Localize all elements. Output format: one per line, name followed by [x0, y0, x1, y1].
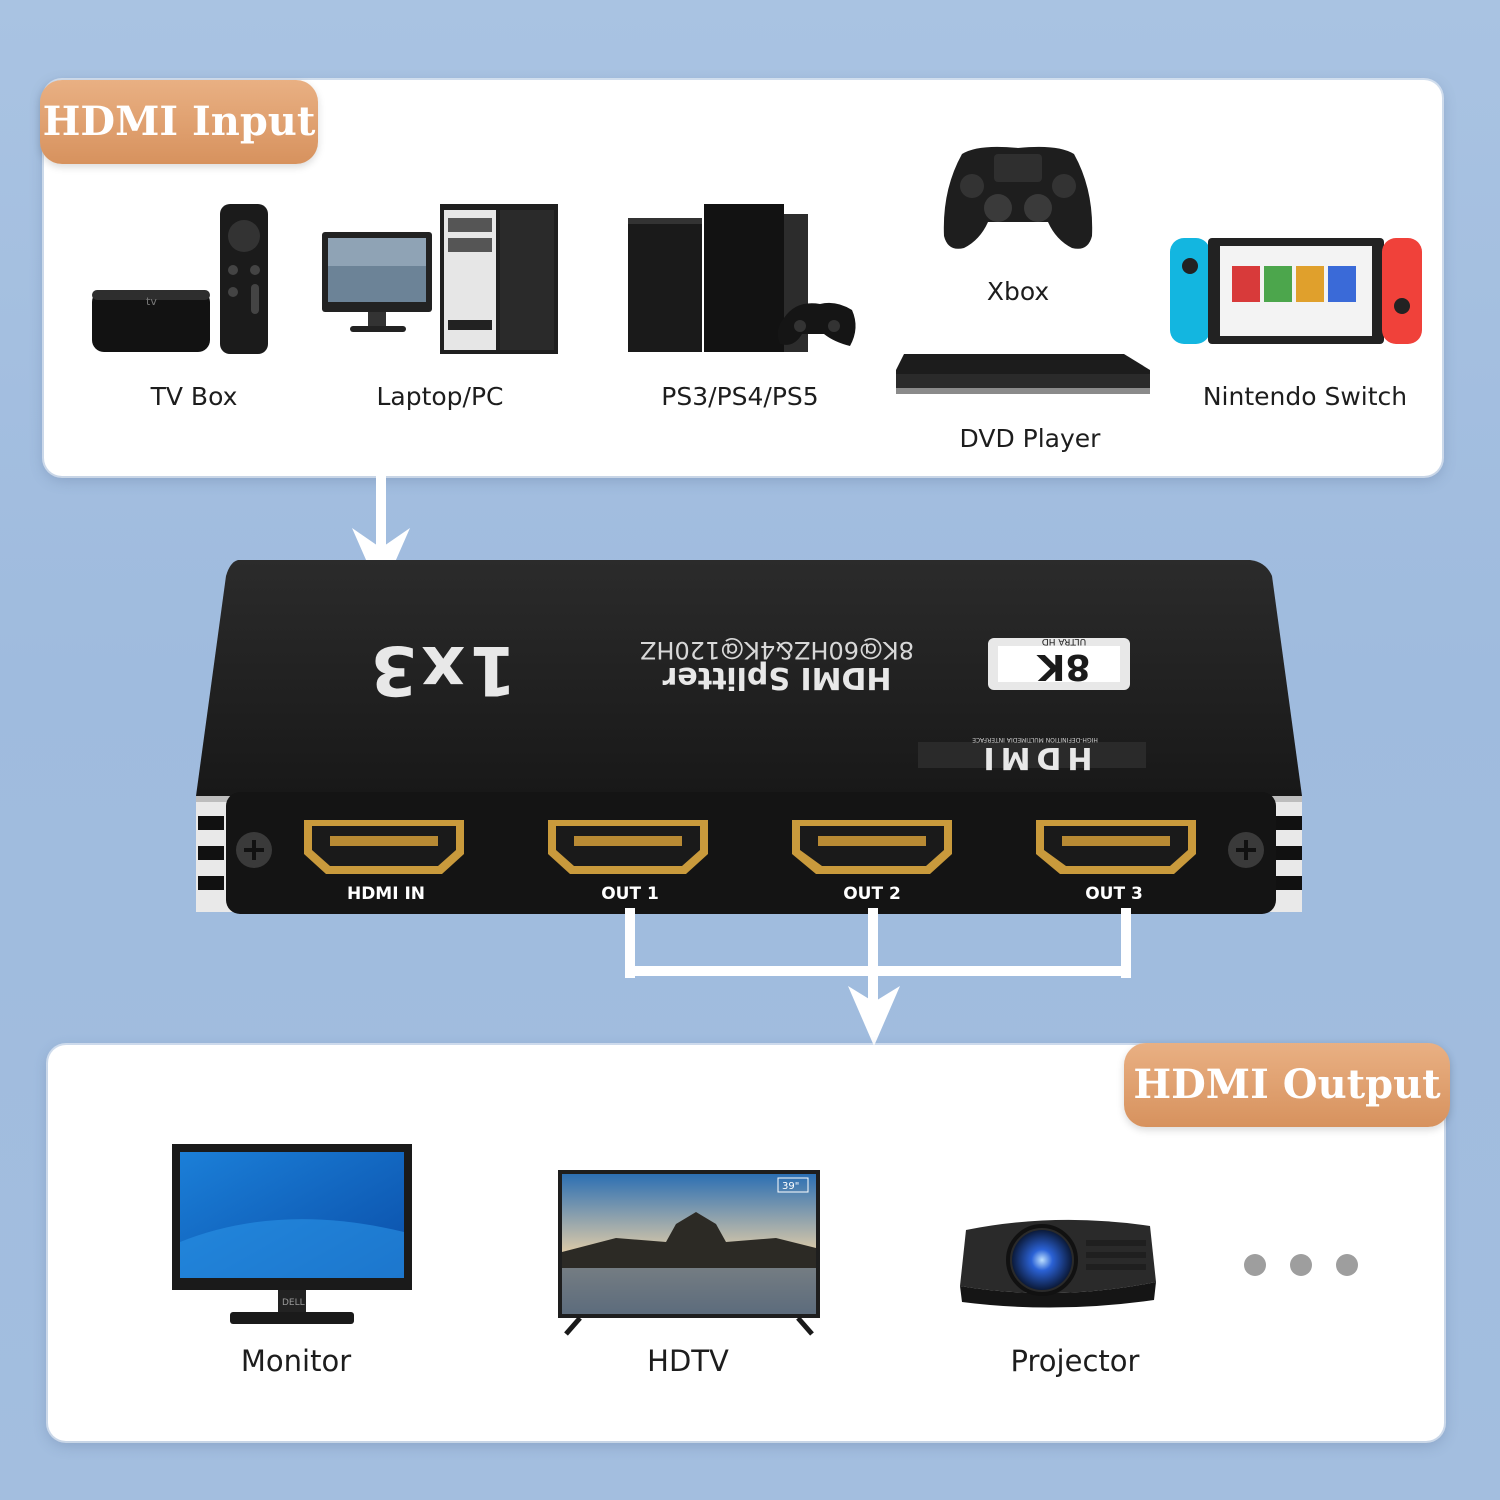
- gamepad-icon: [943, 146, 1093, 249]
- device-ratio-text: 1x3: [366, 630, 517, 709]
- port-out-2[interactable]: OUT 2: [843, 884, 901, 904]
- desktop-pc-icon: [322, 204, 558, 354]
- output-badge: HDMI Output: [1124, 1043, 1450, 1127]
- tv-box-icon: tv: [92, 204, 268, 354]
- splitter-device: [196, 560, 1302, 914]
- nintendo-switch-icon: [1170, 238, 1422, 344]
- device-label-dvd-player: DVD Player: [959, 424, 1101, 453]
- device-label-playstation: PS3/PS4/PS5: [661, 382, 819, 411]
- device-brand-text: HDMI: [977, 740, 1093, 775]
- device-badge-main: 8K: [1037, 646, 1091, 687]
- tv-size-label: 39": [782, 1181, 799, 1192]
- device-label-projector: Projector: [1010, 1344, 1140, 1378]
- output-line-3: [1121, 908, 1131, 978]
- device-name-text: HDMI Splitter: [662, 660, 892, 695]
- device-spec-text: 8K@60HZ&4K@120HZ: [639, 636, 915, 664]
- device-label-laptop-pc: Laptop/PC: [376, 382, 504, 411]
- port-out-1[interactable]: OUT 1: [601, 884, 659, 904]
- device-badge-sub: ULTRA HD: [1041, 636, 1087, 646]
- device-label-xbox: Xbox: [986, 277, 1050, 306]
- hdtv-icon: 39": [558, 1170, 820, 1336]
- playstation-icon: [628, 204, 856, 352]
- device-label-nintendo-switch: Nintendo Switch: [1202, 382, 1408, 411]
- dvd-player-icon: [896, 354, 1150, 394]
- svg-text:tv: tv: [146, 295, 157, 308]
- device-label-hdtv: HDTV: [647, 1344, 729, 1378]
- port-out-3[interactable]: OUT 3: [1085, 884, 1143, 904]
- projector-icon: [960, 1219, 1156, 1308]
- ellipsis-icon: [1244, 1254, 1360, 1278]
- input-badge: HDMI Input: [40, 80, 318, 164]
- device-label-monitor: Monitor: [240, 1344, 352, 1378]
- output-line-2: [868, 908, 878, 1008]
- monitor-icon: DELL: [172, 1144, 412, 1324]
- device-label-tv-box: TV Box: [150, 382, 238, 411]
- device-brand-sub: HIGH-DEFINITION MULTIMEDIA INTERFACE: [972, 736, 1098, 743]
- output-arrow-head: [848, 986, 900, 1046]
- output-line-bar: [625, 966, 1131, 976]
- port-hdmi-in[interactable]: HDMI IN: [346, 884, 426, 904]
- monitor-brand: DELL: [282, 1298, 305, 1308]
- output-line-1: [625, 908, 635, 978]
